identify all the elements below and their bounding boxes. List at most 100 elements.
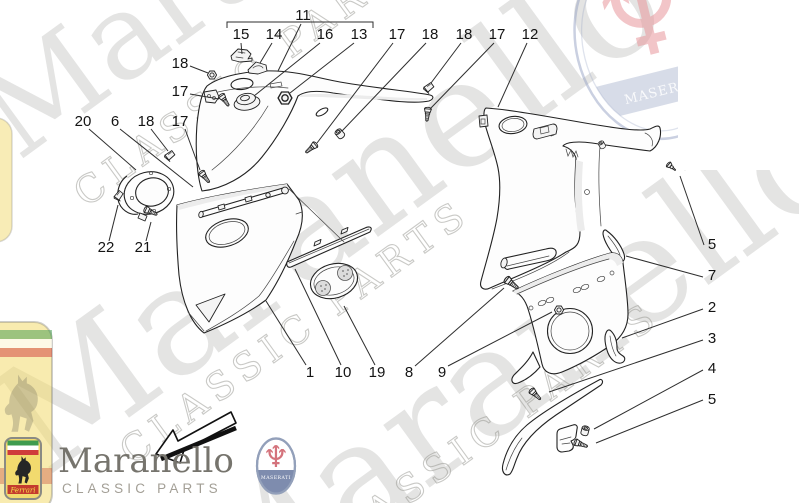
callout-label-17[interactable]: 17	[489, 26, 506, 43]
circle-detail	[281, 186, 289, 195]
callout-label-11[interactable]: 11	[295, 7, 311, 24]
callout-leader-13	[289, 42, 355, 94]
lower-bracket-group	[501, 378, 604, 476]
callout-label-19[interactable]: 19	[369, 364, 386, 381]
callout-leader-16	[253, 42, 321, 97]
panel-bottom-tip	[511, 351, 541, 384]
callout-label-9[interactable]: 9	[438, 364, 446, 381]
nut-part-13	[277, 91, 293, 105]
ellipse-detail	[596, 275, 606, 283]
callout-label-17[interactable]: 17	[172, 113, 189, 130]
path-detail	[480, 118, 486, 125]
trident-icon: ♆	[263, 440, 290, 475]
maranello-logo[interactable]: Ferrari Maranello CLASSIC PARTS	[4, 437, 234, 500]
callout-label-22[interactable]: 22	[98, 239, 115, 256]
callout-leader-18	[341, 42, 427, 132]
callout-label-12[interactable]: 12	[522, 26, 539, 43]
ellipse-detail	[545, 296, 555, 304]
callout-label-14[interactable]: 14	[266, 26, 283, 43]
page-margin-mask	[678, 0, 799, 170]
callout-leader-17	[189, 93, 220, 100]
callout-label-20[interactable]: 20	[75, 113, 92, 130]
path-detail	[644, 132, 653, 147]
shield-text: Ferrari	[9, 487, 35, 495]
tagline-text: CLASSIC PARTS	[62, 481, 222, 496]
callout-label-7[interactable]: 7	[708, 267, 716, 284]
callout-leader-9	[447, 311, 553, 367]
ellipse-detail	[501, 118, 525, 132]
footer-branding: Ferrari Maranello CLASSIC PARTS ♆ MASERA…	[4, 411, 297, 500]
path-detail	[491, 251, 570, 290]
ellipse-detail	[240, 94, 250, 102]
callout-label-18[interactable]: 18	[172, 55, 189, 72]
path-detail	[160, 425, 237, 462]
pocket-detail	[195, 293, 226, 323]
ellipse-detail	[580, 283, 590, 291]
path-detail	[205, 240, 295, 332]
path-detail	[539, 125, 555, 137]
trim-rod-on-panel	[198, 186, 289, 219]
circle-detail	[584, 189, 590, 195]
path-detail	[506, 255, 550, 267]
nut-part-4	[579, 424, 591, 437]
callout-label-18[interactable]: 18	[138, 113, 155, 130]
callout-leader-5	[595, 399, 704, 444]
callout-label-18[interactable]: 18	[456, 26, 473, 43]
callout-leader-6	[119, 128, 194, 188]
path-detail	[609, 335, 617, 357]
callout-leader-5	[679, 175, 705, 246]
callout-label-4[interactable]: 4	[708, 360, 716, 377]
path-detail	[177, 184, 288, 210]
rect-detail	[0, 339, 52, 348]
callout-label-16[interactable]: 16	[317, 26, 334, 43]
callout-label-8[interactable]: 8	[405, 364, 413, 381]
callout-label-17[interactable]: 17	[172, 83, 189, 100]
path-detail	[211, 105, 269, 171]
panel-end-bracket	[203, 89, 220, 104]
ellipse-detail	[572, 286, 582, 294]
callout-layer: 11 15 14 16 13 17 18 18 17 12 18 17 20 6 18 17 22 21 1 10 19…	[75, 7, 716, 444]
path-detail	[598, 145, 602, 227]
path-detail	[200, 187, 285, 218]
path-detail	[313, 238, 322, 247]
circle-detail	[148, 170, 154, 176]
circle-detail	[343, 275, 345, 277]
mount-holes	[528, 270, 615, 311]
path-detail	[516, 258, 610, 295]
path-detail	[187, 211, 303, 332]
maserati-badge[interactable]: ♆ MASERATI	[255, 437, 297, 495]
callout-label-17[interactable]: 17	[389, 26, 406, 43]
panel-oval-hole	[230, 77, 254, 91]
callout-label-5[interactable]: 5	[708, 236, 716, 253]
circle-detail	[342, 270, 344, 272]
callout-label-2[interactable]: 2	[708, 299, 716, 316]
panel-slot	[315, 107, 329, 117]
g-detail: 11 15 14 16 13 17 18 18 17 12 18 17 20 6 18 17 22 21 1 10 19…	[75, 7, 716, 444]
callout-label-10[interactable]: 10	[335, 364, 352, 381]
callout-leader-18	[430, 42, 462, 84]
callout-leader-1	[265, 300, 307, 366]
circle-detail	[528, 305, 534, 311]
callout-label-21[interactable]: 21	[135, 239, 152, 256]
callout-label-6[interactable]: 6	[111, 113, 119, 130]
badge-text: MASERATI	[261, 475, 291, 481]
callout-label-5[interactable]: 5	[708, 391, 716, 408]
path-detail	[300, 93, 427, 101]
callout-label-15[interactable]: 15	[233, 26, 250, 43]
callout-leader-4	[593, 369, 704, 430]
path-detail	[217, 203, 226, 211]
path-detail	[559, 436, 572, 445]
speaker-panel-7	[500, 247, 629, 384]
circle-detail	[265, 192, 271, 198]
trim-strip-10	[286, 188, 372, 268]
callout-label-1[interactable]: 1	[306, 364, 314, 381]
callout-label-3[interactable]: 3	[708, 330, 716, 347]
callout-leader-15	[240, 42, 243, 55]
ellipse-detail	[255, 437, 297, 495]
callout-label-13[interactable]: 13	[351, 26, 368, 43]
callout-label-18[interactable]: 18	[422, 26, 439, 43]
callout-leader-18	[150, 128, 169, 152]
exploded-drawing	[111, 48, 678, 476]
path-detail	[607, 235, 621, 256]
